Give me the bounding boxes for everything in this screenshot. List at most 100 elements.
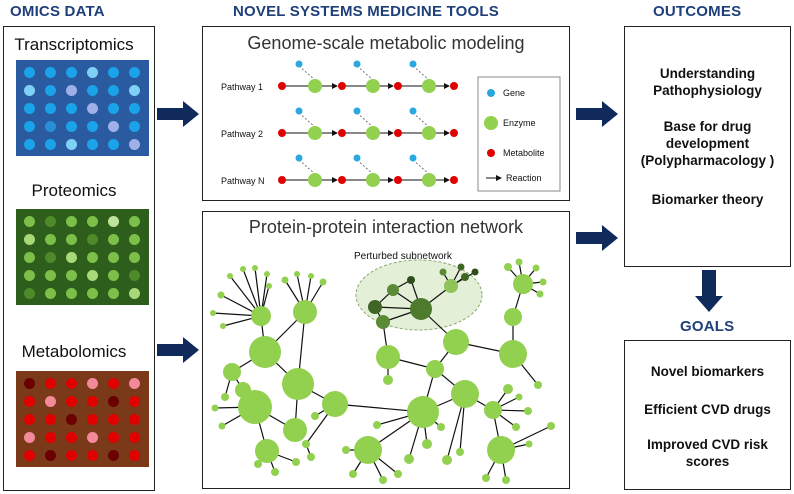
expression-dot [108, 432, 119, 443]
protein-node [451, 380, 479, 408]
protein-node [249, 336, 281, 368]
expression-dot [87, 85, 98, 96]
expression-dot [45, 139, 56, 150]
protein-node [534, 381, 542, 389]
tools-header: NOVEL SYSTEMS MEDICINE TOOLS [233, 3, 499, 20]
protein-node [407, 396, 439, 428]
enzyme-node [308, 173, 322, 187]
protein-node [223, 363, 241, 381]
transcriptomics-grid [16, 60, 149, 156]
gene-node [353, 154, 361, 162]
ppi-network-panel: Protein-protein interaction network Pert… [202, 211, 570, 489]
metabolite-node [450, 176, 458, 184]
expression-dot [66, 450, 77, 461]
expression-dot [66, 396, 77, 407]
expression-dot [129, 414, 140, 425]
expression-dot [24, 414, 35, 425]
protein-node [525, 440, 533, 448]
perturbed-protein-node [461, 273, 469, 281]
protein-node [271, 468, 279, 476]
protein-node [503, 384, 513, 394]
metabolite-node [278, 82, 286, 90]
expression-dot [66, 139, 77, 150]
expression-dot [45, 234, 56, 245]
omics-panel: Transcriptomics Proteomics Metabolomics [3, 26, 155, 491]
protein-node [532, 264, 540, 272]
expression-dot [24, 288, 35, 299]
ppi-network-title: Protein-protein interaction network [248, 217, 524, 237]
perturbed-protein-node [439, 268, 447, 276]
arrow-down-icon [695, 270, 723, 312]
metabolite-node [278, 129, 286, 137]
outcome-pathophysiology: Understanding Pathophysiology [653, 66, 762, 98]
expression-dot [108, 396, 119, 407]
expression-dot [87, 121, 98, 132]
protein-node [422, 439, 432, 449]
expression-dot [24, 85, 35, 96]
arrow-right-icon [576, 101, 618, 127]
perturbed-protein-node [410, 298, 432, 320]
expression-dot [108, 121, 119, 132]
outcomes-header: OUTCOMES [653, 3, 742, 20]
expression-dot [108, 216, 119, 227]
metabolite-node [338, 129, 346, 137]
expression-dot [66, 252, 77, 263]
protein-node [254, 460, 262, 468]
expression-dot [45, 67, 56, 78]
protein-node [376, 345, 400, 369]
expression-dot [129, 396, 140, 407]
gene-node [353, 107, 361, 115]
protein-node [504, 263, 512, 271]
gene-legend-icon [487, 89, 495, 97]
expression-dot [129, 432, 140, 443]
protein-node [211, 404, 219, 412]
expression-dot [66, 270, 77, 281]
gene-enzyme-link [356, 159, 374, 175]
expression-dot [129, 252, 140, 263]
arrow-right-icon [157, 337, 199, 363]
gene-enzyme-link [298, 112, 316, 128]
enzyme-legend-label: Enzyme [503, 118, 536, 128]
protein-node [484, 401, 502, 419]
expression-dot [108, 103, 119, 114]
expression-dot [24, 121, 35, 132]
expression-dot [66, 414, 77, 425]
metabolite-node [394, 176, 402, 184]
metabolite-node [394, 129, 402, 137]
protein-node [443, 329, 469, 355]
perturbed-subnetwork-region [355, 259, 483, 331]
expression-dot [87, 396, 98, 407]
expression-dot [108, 234, 119, 245]
expression-dot [24, 139, 35, 150]
protein-node [513, 274, 533, 294]
protein-node [342, 446, 350, 454]
proteomics-grid [16, 209, 149, 305]
expression-dot [108, 85, 119, 96]
goal-efficient-cvd-drugs: Efficient CVD drugs [644, 402, 771, 417]
expression-dot [129, 288, 140, 299]
protein-node [227, 273, 233, 279]
protein-node [539, 278, 547, 286]
expression-dot [108, 67, 119, 78]
protein-node [266, 283, 272, 289]
expression-dot [108, 288, 119, 299]
expression-dot [24, 450, 35, 461]
protein-node [536, 290, 544, 298]
gene-node [409, 154, 417, 162]
expression-dot [66, 288, 77, 299]
expression-dot [45, 414, 56, 425]
protein-node [264, 271, 270, 277]
enzyme-node [422, 79, 436, 93]
protein-node [426, 360, 444, 378]
expression-dot [24, 234, 35, 245]
enzyme-node [366, 126, 380, 140]
expression-dot [87, 216, 98, 227]
expression-dot [87, 139, 98, 150]
perturbed-subnetwork-label: Perturbed subnetwork [354, 251, 453, 262]
protein-node [547, 422, 555, 430]
arrow-right-icon [157, 101, 199, 127]
expression-dot [45, 252, 56, 263]
protein-node [293, 300, 317, 324]
expression-dot [66, 216, 77, 227]
protein-node [322, 391, 348, 417]
